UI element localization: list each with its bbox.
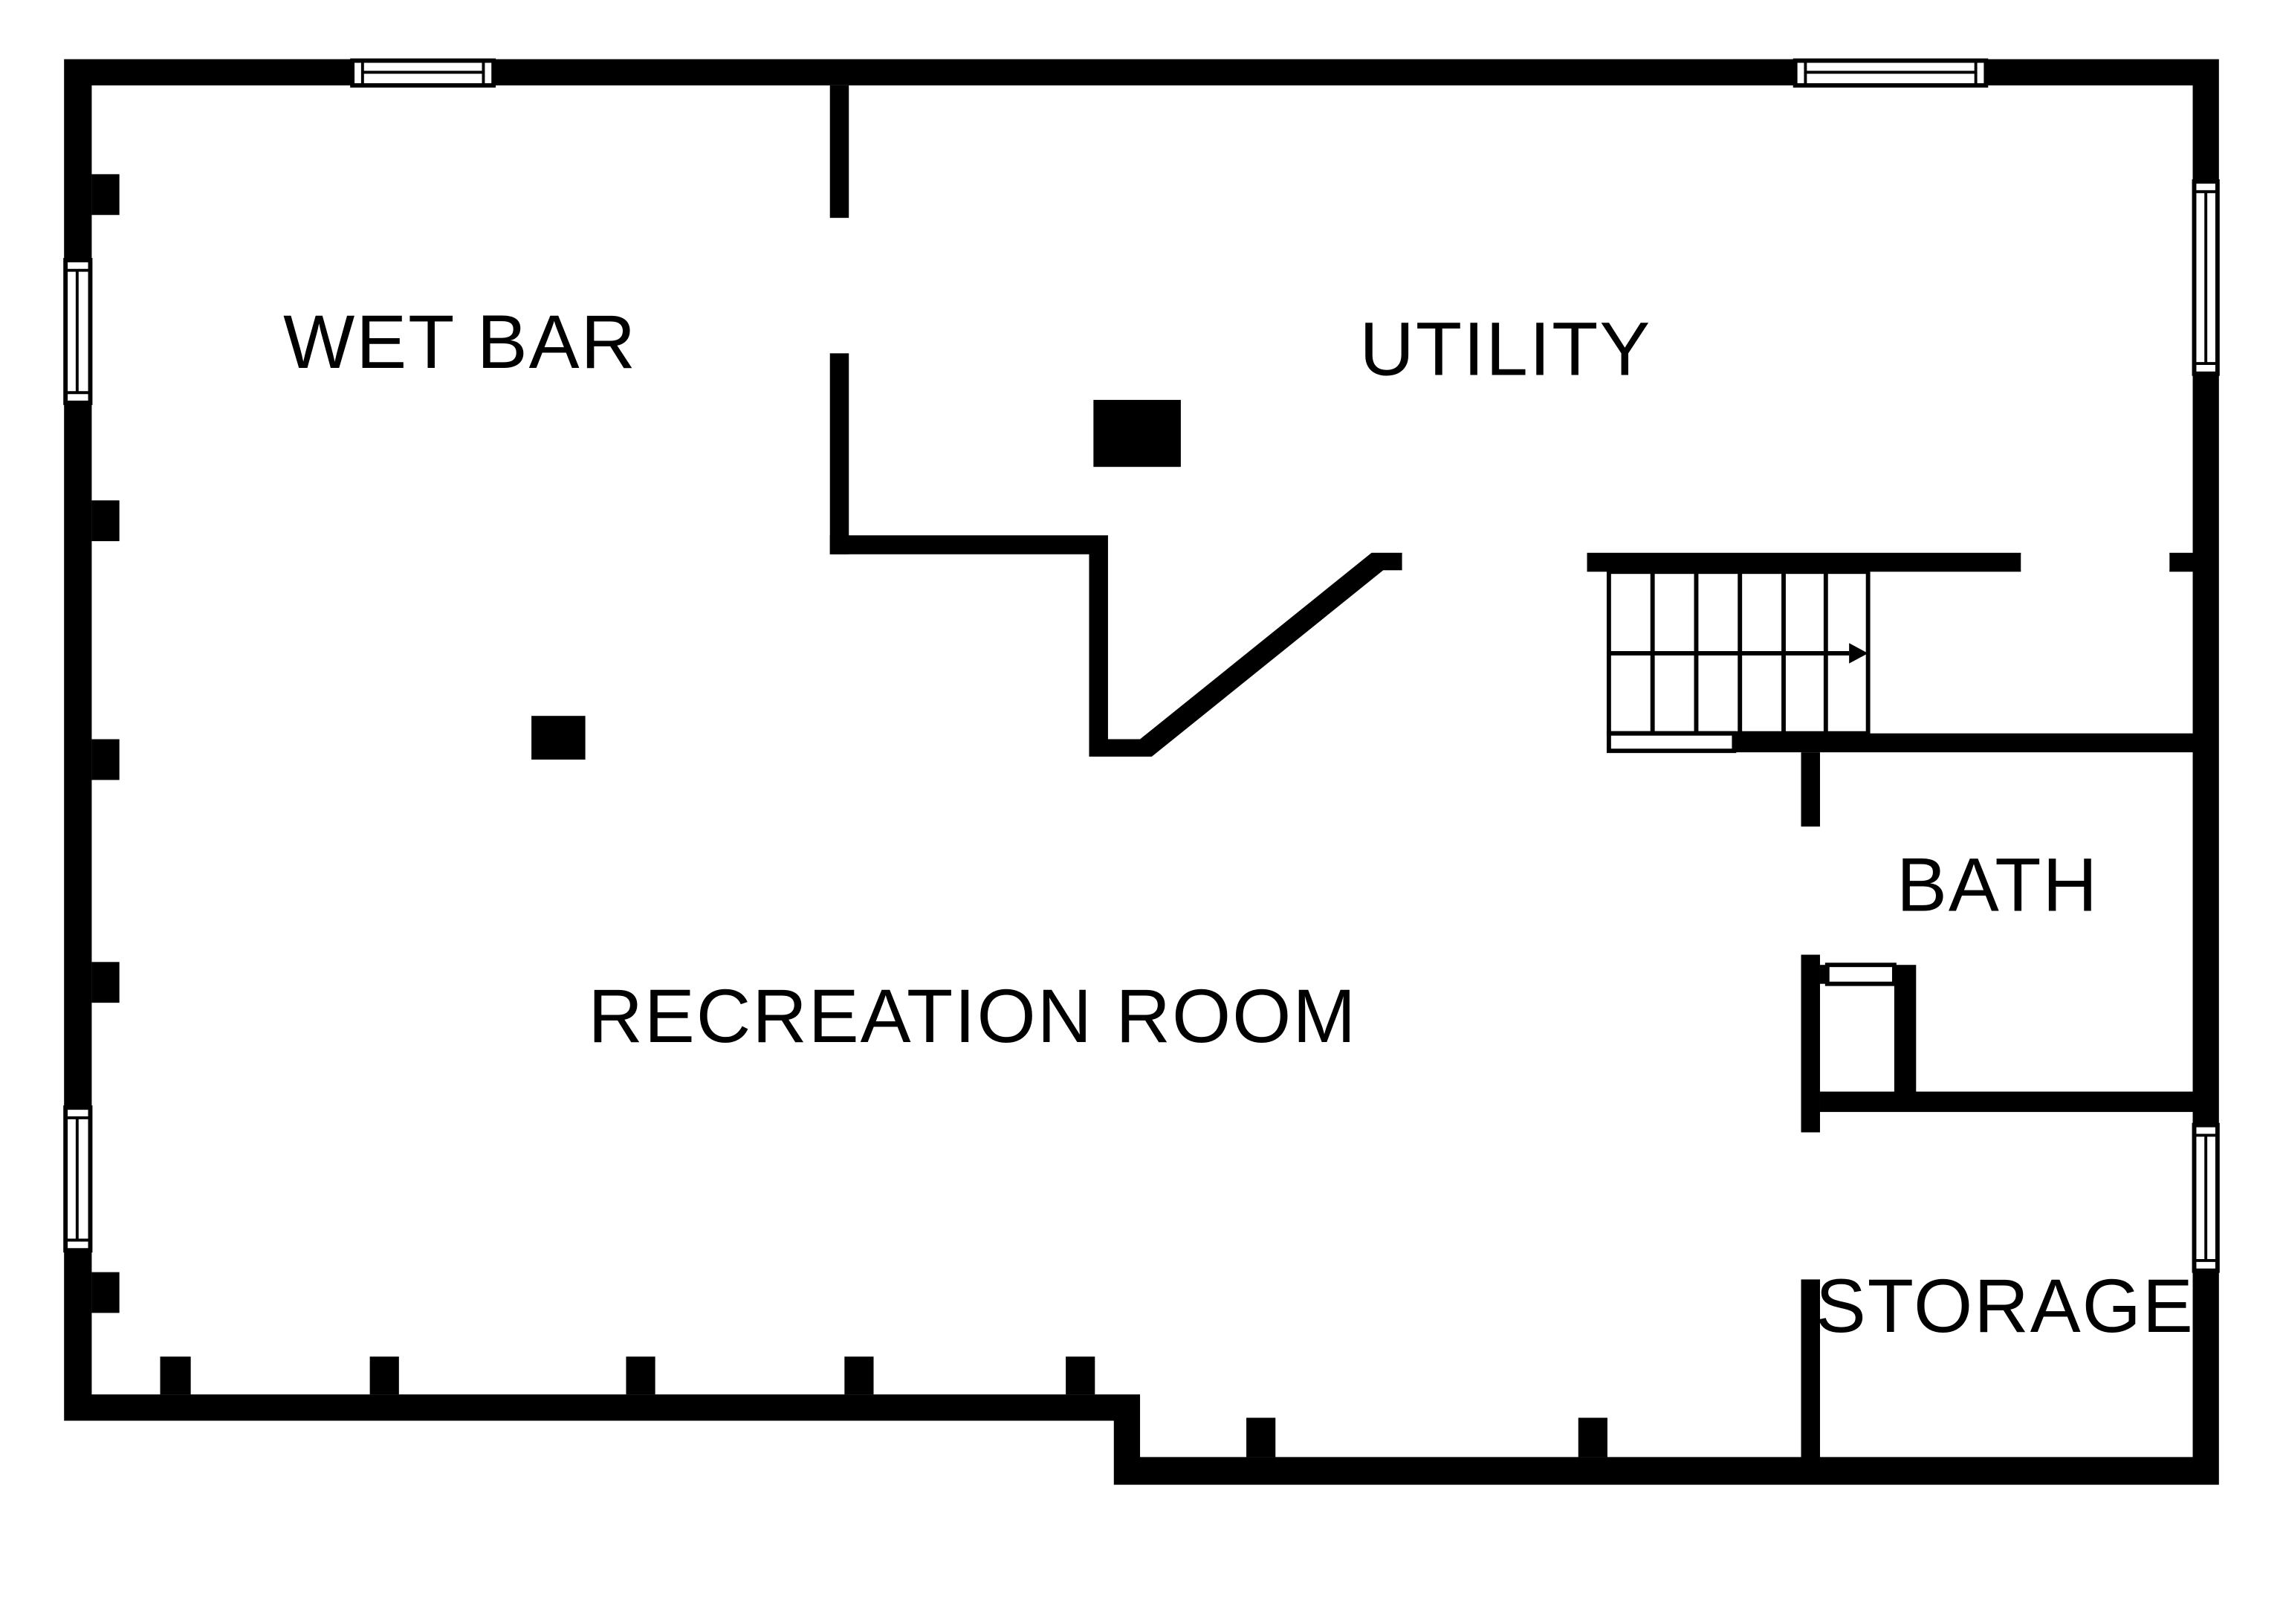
pilaster (91, 739, 120, 780)
room-label-storage: STORAGE (1816, 1264, 2195, 1348)
room-label-recreation-room: RECREATION ROOM (588, 974, 1357, 1058)
stair-top-wall (1587, 552, 2021, 572)
pilaster (91, 500, 120, 542)
room-label-bath: BATH (1897, 843, 2099, 928)
pilaster (1246, 1417, 1276, 1458)
doorway (1402, 554, 1587, 571)
divider-wall (829, 353, 849, 554)
window (2192, 1122, 2220, 1273)
divider-wall (829, 85, 849, 219)
room-label-wet-bar: WET BAR (283, 300, 637, 384)
utility-lower-wall (829, 535, 1402, 757)
pilaster (1066, 1356, 1095, 1395)
pilaster (369, 1356, 399, 1395)
column (531, 716, 586, 760)
pilaster (91, 1272, 120, 1313)
closet-door-frame (1824, 963, 1897, 986)
pilaster (91, 174, 120, 216)
bath-top-wall (1734, 733, 2195, 753)
pilaster (844, 1356, 874, 1395)
window (63, 1105, 93, 1253)
column (1093, 400, 1181, 468)
doorways (1402, 554, 2170, 571)
exterior-walls (64, 59, 2219, 1485)
closet-wall (1894, 965, 1917, 1111)
window (2192, 179, 2220, 376)
windows (63, 58, 2220, 1273)
doorway (2021, 554, 2170, 571)
pilaster (626, 1356, 655, 1395)
stair-arrow-icon (1849, 643, 1868, 664)
staircase (1606, 569, 1871, 754)
window (1793, 58, 1989, 88)
storage-west-wall (1801, 1279, 1820, 1476)
pilaster (1578, 1417, 1607, 1458)
storage-top-wall (1819, 1093, 2195, 1113)
window (63, 258, 93, 405)
window (350, 58, 496, 88)
room-label-utility: UTILITY (1359, 307, 1651, 392)
interior-walls (829, 85, 2195, 1476)
pilaster (91, 962, 120, 1003)
bath-west-wall (1801, 752, 1820, 827)
stair-top-wall (2169, 552, 2195, 572)
pilaster (160, 1356, 191, 1395)
closet-wall (1819, 965, 1827, 984)
bath-west-wall (1801, 954, 1820, 1133)
room-labels: WET BAR UTILITY RECREATION ROOM BATH STO… (283, 300, 2195, 1348)
